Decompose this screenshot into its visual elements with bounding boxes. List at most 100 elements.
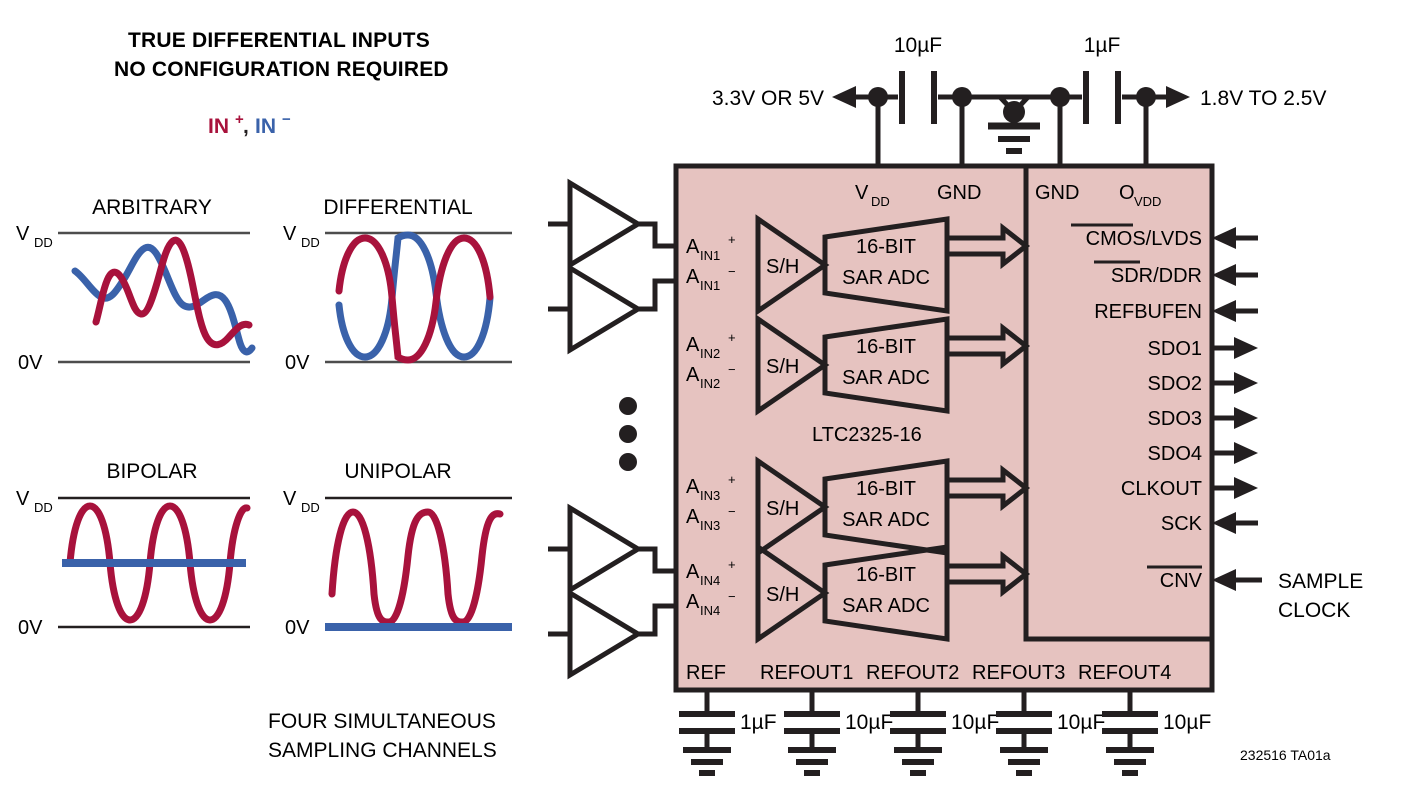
cap-left-gap <box>898 90 938 104</box>
plot-unipolar-ytick-top: V <box>283 488 297 510</box>
ain4p-sub: IN4 <box>700 573 720 588</box>
plot-arbitrary-ytick-bottom: 0V <box>18 352 43 374</box>
doc-code: 232516 TA01a <box>1240 747 1331 763</box>
legend-in-plus: IN <box>208 115 229 138</box>
legend-in-minus-sup: − <box>282 111 291 128</box>
ref-cap-stack-3: 10µF <box>890 690 999 776</box>
channel-2-bus-arrow <box>944 322 1031 370</box>
channel-1-sh-label: S/H <box>766 256 799 278</box>
plot-arbitrary-series-in-plus <box>92 236 253 349</box>
part-number-label: LTC2325-16 <box>812 424 922 446</box>
channel-2: S/H 16-BIT SAR ADC <box>755 314 1031 416</box>
bottom-pin-refout1-label: REFOUT1 <box>760 662 853 684</box>
cap-right-gap <box>1082 90 1122 104</box>
ain4m-sup: − <box>728 589 736 604</box>
digital-pin-sdr-ddr-label: SDR/DDR <box>1111 265 1202 287</box>
plot-arbitrary: ARBITRARY V DD 0V <box>16 196 256 374</box>
plot-bipolar: BIPOLAR V DD 0V <box>16 460 251 639</box>
channel-1-bus-arrow <box>944 222 1031 270</box>
ref-cap-stack-1: 1µF <box>679 690 777 776</box>
left-rail-arrow <box>832 86 856 108</box>
channel-2-sh-triangle <box>755 314 830 416</box>
channel-4-adc-line1: 16-BIT <box>856 564 916 586</box>
buffer-wires <box>548 221 676 637</box>
sdo2-arrow-head <box>1234 372 1258 394</box>
buffer-out-wire-4 <box>638 603 676 637</box>
buffer-out-wire-1 <box>638 221 676 249</box>
plot-unipolar-ytick-bottom: 0V <box>285 617 310 639</box>
ain1m-sup: − <box>728 264 736 279</box>
ref-cap-5-value: 10µF <box>1163 711 1211 734</box>
channel-3-sh-triangle <box>755 456 830 558</box>
ain2p-sub: IN2 <box>700 346 720 361</box>
ref-cap-stack-4: 10µF <box>996 690 1105 776</box>
clkout-arrow-head <box>1234 477 1258 499</box>
channel-2-adc-line1: 16-BIT <box>856 336 916 358</box>
digital-pin-sdo4: SDO4 <box>1148 442 1258 465</box>
plot-arbitrary-ytick-top-sub: DD <box>34 235 53 250</box>
plot-bipolar-ytick-top-sub: DD <box>34 500 53 515</box>
plot-differential-series-in-plus <box>335 234 494 364</box>
digital-pin-sdo1-label: SDO1 <box>1148 338 1202 360</box>
pin-label-ovdd-sub: VDD <box>1134 194 1161 209</box>
digital-pin-sdo4-label: SDO4 <box>1148 443 1202 465</box>
top-pin-labels: V DD GND GND O VDD <box>855 182 1161 209</box>
channel-1-adc-line1: 16-BIT <box>856 236 916 258</box>
ain1m-base: A <box>686 266 700 288</box>
ain1m-sub: IN1 <box>700 278 720 293</box>
digital-pin-sdo3: SDO3 <box>1148 407 1258 430</box>
ain1p-sub: IN1 <box>700 248 720 263</box>
digital-pin-cnv-label: CNV <box>1160 570 1203 592</box>
ref-cap-1-value: 1µF <box>740 711 777 734</box>
bottom-pin-refout2-label: REFOUT2 <box>866 662 959 684</box>
right-rail-label: 1.8V TO 2.5V <box>1200 87 1326 110</box>
bottom-pin-ref-label: REF <box>686 662 726 684</box>
digital-pin-cmos-lvds: CMOS/LVDS <box>1071 223 1258 250</box>
ain2m-base: A <box>686 364 700 386</box>
plot-bipolar-title: BIPOLAR <box>106 460 197 483</box>
digital-pin-sdr-ddr: SDR/DDR <box>1094 260 1258 287</box>
channel-3: S/H 16-BIT SAR ADC <box>755 456 1031 558</box>
junction-dot-ground <box>1003 101 1025 123</box>
legend-in-plus-sup: + <box>235 111 244 128</box>
plot-unipolar: UNIPOLAR V DD 0V <box>283 460 512 639</box>
plot-unipolar-ytick-top-sub: DD <box>301 500 320 515</box>
digital-pin-cmos-lvds-label: CMOS/LVDS <box>1086 228 1202 250</box>
junction-dot-gnd-left <box>952 87 972 107</box>
cap-right-label: 1µF <box>1084 34 1121 57</box>
plot-differential-series-in-minus <box>335 231 494 361</box>
bottom-pin-refout3-label: REFOUT3 <box>972 662 1065 684</box>
left-rail-label: 3.3V OR 5V <box>712 87 824 110</box>
channel-2-sh-label: S/H <box>766 356 799 378</box>
digital-pin-refbufen-label: REFBUFEN <box>1094 301 1202 323</box>
channel-2-adc-block <box>822 316 950 414</box>
ellipsis-dot-3 <box>619 453 637 471</box>
analog-input-labels: A IN1 + A IN1 − A IN2 + A IN2 − A IN3 + … <box>686 232 736 618</box>
plot-differential-ytick-bottom: 0V <box>285 352 310 374</box>
plot-differential: DIFFERENTIAL V DD 0V <box>283 196 512 374</box>
ain3p-base: A <box>686 476 700 498</box>
channel-4-sh-triangle <box>755 542 830 644</box>
plot-differential-title: DIFFERENTIAL <box>323 196 472 219</box>
legend-comma: , <box>243 115 249 138</box>
ain2m-sub: IN2 <box>700 376 720 391</box>
channel-1-sh-triangle <box>755 214 830 316</box>
channel-1-adc-block <box>822 216 950 314</box>
right-rail-arrow <box>1166 86 1190 108</box>
plot-bipolar-ytick-bottom: 0V <box>18 617 43 639</box>
caption-line-1: FOUR SIMULTANEOUS <box>268 710 496 733</box>
plot-bipolar-ytick-top: V <box>16 488 30 510</box>
plot-arbitrary-ytick-top: V <box>16 223 30 245</box>
sdo3-arrow-head <box>1234 407 1258 429</box>
plot-arbitrary-title: ARBITRARY <box>92 196 212 219</box>
pin-label-vdd-sub: DD <box>871 194 890 209</box>
ain3m-sub: IN3 <box>700 518 720 533</box>
ain3p-sup: + <box>728 472 736 487</box>
channel-4: S/H 16-BIT SAR ADC <box>755 542 1031 644</box>
plot-differential-ytick-top-sub: DD <box>301 235 320 250</box>
channel-1-adc-line2: SAR ADC <box>842 267 930 289</box>
digital-pin-sdo1: SDO1 <box>1148 337 1258 360</box>
digital-pin-sdo3-label: SDO3 <box>1148 408 1202 430</box>
